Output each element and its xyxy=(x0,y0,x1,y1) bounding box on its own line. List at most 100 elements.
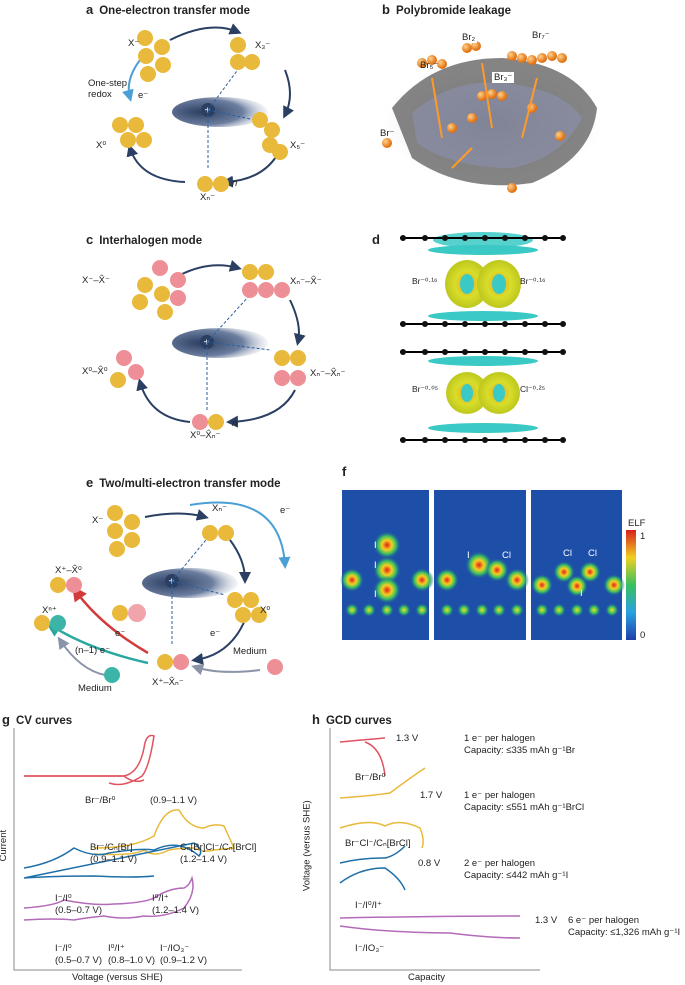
f-cl-2: Cl xyxy=(563,548,572,559)
g-annot-8: I⁰/I⁺ xyxy=(152,893,169,904)
g-annot-11: (0.5–0.7 V) xyxy=(55,955,102,966)
c-n: n xyxy=(232,418,238,429)
a-xn: Xₙ⁻ xyxy=(200,192,216,203)
e-xn-plus: Xⁿ⁺ xyxy=(42,605,57,616)
d-br-left-bot: Br⁻⁰·⁰⁵ xyxy=(412,384,439,394)
g-annot-12: I⁰/I⁺ xyxy=(108,943,125,954)
g-annot-3: (0.9–1.1 V) xyxy=(90,854,137,865)
e-e-top: e⁻ xyxy=(280,505,291,516)
elf-map-2 xyxy=(434,490,529,640)
d-cl-right-bot: Cl⁻⁰·²⁵ xyxy=(520,384,546,394)
b-br3: Br₃⁻ xyxy=(492,72,515,84)
a-e: e⁻ xyxy=(138,90,149,101)
elf-map-3 xyxy=(531,490,625,640)
g-annot-4: Cₙ[Br]Cl⁻/Cₙ[BrCl] xyxy=(180,842,257,853)
g-annot-9: (1.2–1.4 V) xyxy=(152,905,199,916)
b-br2: Br₂ xyxy=(460,32,478,44)
g-annot-14: I⁻/IO₃⁻ xyxy=(160,943,190,954)
h-row1-label: Br⁻Cl⁻/Cₙ[BrCl] xyxy=(345,838,411,849)
panel-d-title: d xyxy=(372,232,380,247)
h-row1-voltage: 1.7 V xyxy=(420,790,443,801)
f-cl-1: Cl xyxy=(502,550,511,561)
panel-c-diagram: + xyxy=(110,260,306,430)
a-x3: X₃⁻ xyxy=(255,40,271,51)
h-row1-line1: 1 e⁻ per halogen xyxy=(464,790,536,801)
h-row3-line2: Capacity: ≤1,326 mAh g⁻¹I xyxy=(568,927,681,938)
e-x0: X⁰ xyxy=(260,605,271,616)
panel-e-diagram: + xyxy=(34,501,291,683)
g-annot-7: (0.5–0.7 V) xyxy=(55,905,102,916)
g-x-axis-label: Voltage (versus SHE) xyxy=(72,972,163,983)
c-xn-pair: Xₙ⁻–X̂⁻ xyxy=(290,276,322,287)
g-y-axis-label: Current xyxy=(0,829,10,862)
a-x5: X₅⁻ xyxy=(290,140,306,151)
g-annot-15: (0.9–1.2 V) xyxy=(160,955,207,966)
panel-f-title: f xyxy=(342,464,347,479)
panel-g-chart xyxy=(13,728,242,971)
c-xn-pair2: Xₙ⁻–X̂ₙ⁻ xyxy=(310,368,346,379)
h-row3-voltage: 1.3 V xyxy=(535,915,558,926)
b-br7: Br₇⁻ xyxy=(530,30,552,42)
f-i-1: I xyxy=(374,540,377,551)
g-annot-0: Br⁻/Br⁰ xyxy=(85,795,116,806)
h-row2-line1: 2 e⁻ per halogen xyxy=(464,858,536,869)
d-bottom-structure xyxy=(400,349,566,443)
panel-b-image xyxy=(377,41,607,193)
h-row3-line1: 6 e⁻ per halogen xyxy=(568,915,640,926)
g-annot-1: (0.9–1.1 V) xyxy=(150,795,197,806)
f-i-5: I xyxy=(580,588,583,599)
g-annot-13: (0.8–1.0 V) xyxy=(108,955,155,966)
d-br-left-top: Br⁻⁰·¹⁶ xyxy=(412,276,438,286)
b-br5: Br₅⁻ xyxy=(420,60,439,71)
e-x-minus: X⁻ xyxy=(92,515,104,526)
d-top-structure xyxy=(400,232,566,327)
f-elf-max: 1 xyxy=(640,531,646,542)
h-row2-label: I⁻/I⁰/I⁺ xyxy=(355,900,383,911)
panel-f-image xyxy=(340,490,636,640)
h-row2-voltage: 0.8 V xyxy=(418,858,441,869)
h-row1-line2: Capacity: ≤551 mAh g⁻¹BrCl xyxy=(464,802,585,813)
e-e-mid: e⁻ xyxy=(210,628,221,639)
g-annot-10: I⁻/I⁰ xyxy=(55,943,72,954)
f-cl-3: Cl xyxy=(588,548,597,559)
f-i-4: I xyxy=(467,550,470,561)
f-i-3: I xyxy=(374,589,377,600)
h-row0-voltage: 1.3 V xyxy=(396,733,419,744)
panel-d-image xyxy=(400,232,566,443)
h-row0-line1: 1 e⁻ per halogen xyxy=(464,733,536,744)
h-row0-line2: Capacity: ≤335 mAh g⁻¹Br xyxy=(464,745,576,756)
h-row2-line2: Capacity: ≤442 mAh g⁻¹I xyxy=(464,870,569,881)
panel-a-diagram: + xyxy=(112,23,294,192)
a-x-minus: X⁻ xyxy=(128,38,140,49)
e-x-plus-xn: X⁺–X̂ₙ⁻ xyxy=(152,677,184,688)
f-i-2: I xyxy=(374,560,377,571)
electrode-ellipse xyxy=(172,97,268,127)
a-redox: One-step redox xyxy=(88,78,128,101)
h-x-axis-label: Capacity xyxy=(408,972,445,983)
f-elf: ELF xyxy=(628,518,646,529)
panel-h-chart xyxy=(329,728,540,971)
g-annot-2: Br⁻/Cₙ[Br] xyxy=(90,842,133,853)
c-x0-pair2: X⁰–X̂ₙ⁻ xyxy=(190,430,221,441)
a-n: n xyxy=(232,178,238,189)
a-x0: X⁰ xyxy=(96,140,107,151)
b-br-minus: Br⁻ xyxy=(380,128,395,139)
g-annot-5: (1.2–1.4 V) xyxy=(180,854,227,865)
h-row3-label: I⁻/IO₃⁻ xyxy=(355,943,385,954)
d-br-right-top: Br⁻⁰·¹⁶ xyxy=(520,276,546,286)
c-x0-pair: X⁰–X̂⁰ xyxy=(82,366,108,377)
e-xn: Xₙ⁻ xyxy=(212,503,228,514)
h-row0-label: Br⁻/Br⁰ xyxy=(355,772,386,783)
elf-map-1 xyxy=(340,490,434,640)
g-annot-6: I⁻/I⁰ xyxy=(55,893,72,904)
h-y-axis-label: Voltage (versus SHE) xyxy=(301,800,313,892)
f-elf-min: 0 xyxy=(640,630,646,641)
e-e-red: e⁻ xyxy=(115,628,126,639)
elf-colorbar xyxy=(626,530,636,640)
e-x-plus-x0: X⁺–X̂⁰ xyxy=(55,565,82,576)
